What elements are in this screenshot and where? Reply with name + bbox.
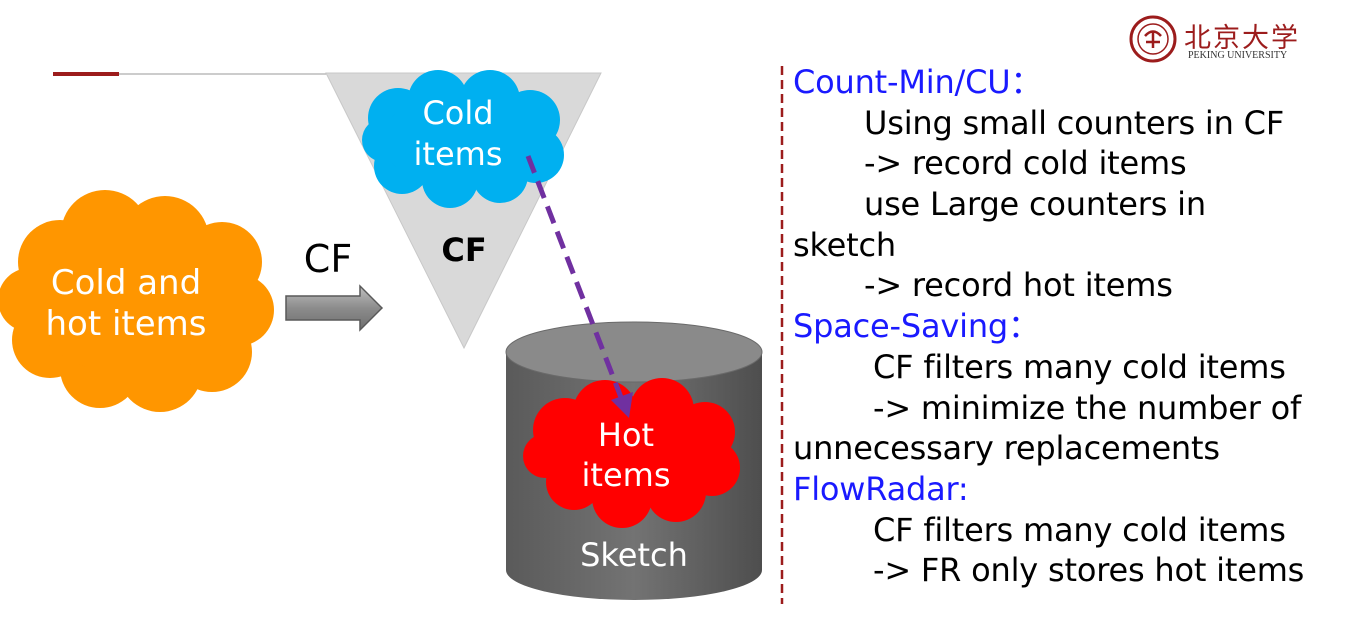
input-cloud: Cold and hot items [0, 190, 274, 412]
text-line: CF filters many cold items [873, 510, 1286, 549]
logo-english-name: PEKING UNIVERSITY [1188, 50, 1288, 61]
text-line: -> record cold items [864, 144, 1187, 183]
text-line: CF filters many cold items [873, 347, 1286, 386]
university-logo: 北京大学 PEKING UNIVERSITY [1128, 14, 1318, 66]
cold-cloud-label-line2: items [414, 135, 503, 173]
dashed-arrow [525, 155, 633, 418]
input-cloud-label-line1: Cold and [51, 263, 201, 303]
text-line: -> minimize the number of [873, 388, 1302, 427]
arrow-label: CF [304, 237, 352, 281]
text-line: sketch [793, 225, 896, 264]
hot-cloud-label-line2: items [582, 456, 671, 494]
cold-cloud-label-line1: Cold [422, 94, 493, 132]
heading-space-saving: Space-Saving： [793, 307, 1040, 346]
text-line: -> FR only stores hot items [873, 551, 1305, 590]
university-seal-icon [1129, 15, 1177, 63]
funnel-label: CF [441, 231, 486, 269]
sketch-label: Sketch [580, 536, 688, 574]
heading-flowradar: FlowRadar: [793, 469, 969, 508]
logo-chinese-name: 北京大学 [1184, 23, 1300, 54]
text-panel: Count-Min/CU： Using small counters in CF… [793, 62, 1353, 591]
heading-count-min: Count-Min/CU： [793, 63, 1043, 101]
text-line: use Large counters in [864, 185, 1206, 224]
block-arrow [285, 284, 384, 332]
hot-items-cloud: Hot items [523, 378, 740, 528]
cold-items-cloud: Cold items [362, 70, 564, 208]
text-line: unnecessary replacements [793, 429, 1220, 468]
text-line: -> record hot items [864, 266, 1173, 305]
text-line: Using small counters in CF [864, 103, 1285, 142]
input-cloud-label-line2: hot items [45, 304, 206, 344]
hot-cloud-label-line1: Hot [598, 416, 654, 454]
